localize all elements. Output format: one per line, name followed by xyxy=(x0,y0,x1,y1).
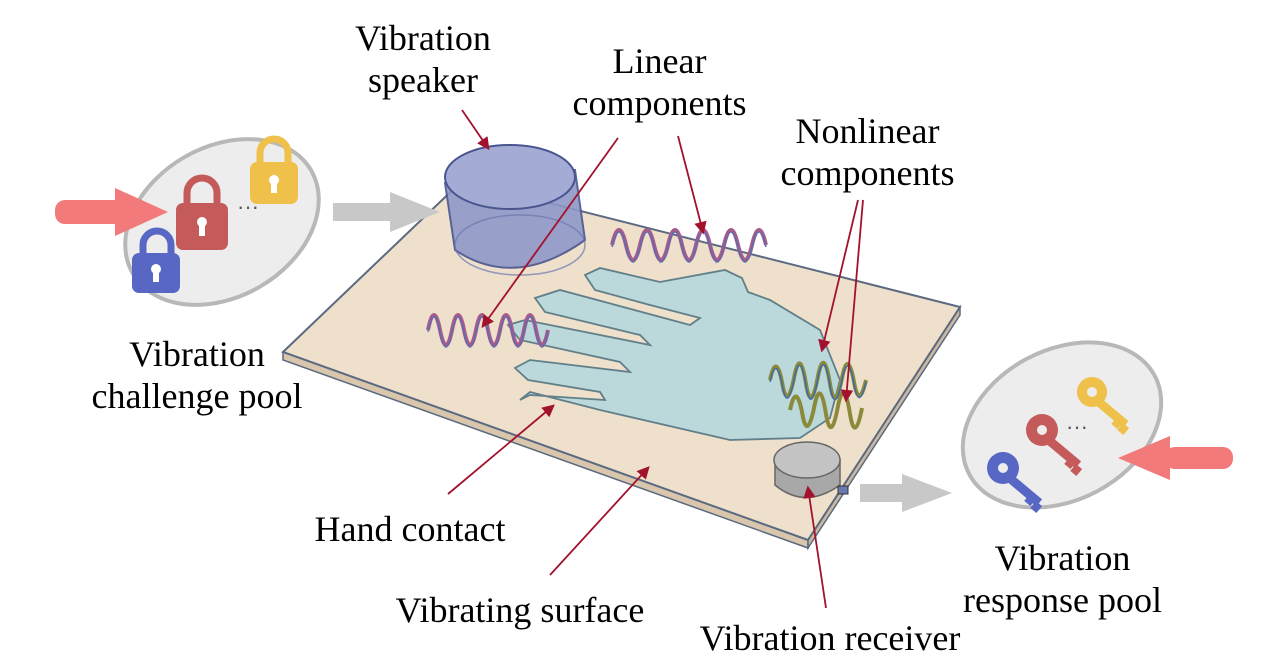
linear-component-left xyxy=(426,313,550,348)
vibration-receiver xyxy=(773,441,849,499)
pointer-hand-contact xyxy=(447,404,555,495)
label-hand-contact: Hand contact xyxy=(314,509,506,549)
key-blue-icon xyxy=(987,452,1043,514)
key-yellow-icon xyxy=(1077,377,1130,436)
lock-blue-icon xyxy=(132,227,180,293)
challenge-ellipsis: ··· xyxy=(237,194,259,219)
pointer-lines xyxy=(447,109,864,609)
challenge-input-arrow xyxy=(55,188,168,236)
pointer-vibration-receiver xyxy=(803,485,827,609)
response-ellipsis: ··· xyxy=(1066,414,1088,439)
response-pool: ··· xyxy=(960,340,1233,514)
nonlinear-components xyxy=(768,361,868,430)
vibration-speaker xyxy=(443,144,587,276)
pointer-vibrating-surface xyxy=(549,466,650,576)
label-vibration-receiver: Vibration receiver xyxy=(699,618,961,658)
lock-yellow-icon xyxy=(250,135,298,204)
pointer-speaker xyxy=(461,109,490,151)
key-red-icon xyxy=(1026,414,1083,477)
lock-red-icon xyxy=(176,174,228,250)
challenge-pool: ··· xyxy=(55,135,321,307)
pointer-nonlinear-1 xyxy=(818,199,859,353)
response-input-arrow xyxy=(1118,436,1233,480)
label-vibrating-surface: Vibrating surface xyxy=(395,590,645,630)
pointer-linear-left xyxy=(481,137,619,329)
linear-component-top xyxy=(610,228,768,263)
flow-arrow-output xyxy=(860,474,952,512)
pointer-nonlinear-2 xyxy=(840,199,864,403)
pointer-linear-top xyxy=(677,135,707,235)
flow-arrow-input xyxy=(333,192,440,232)
